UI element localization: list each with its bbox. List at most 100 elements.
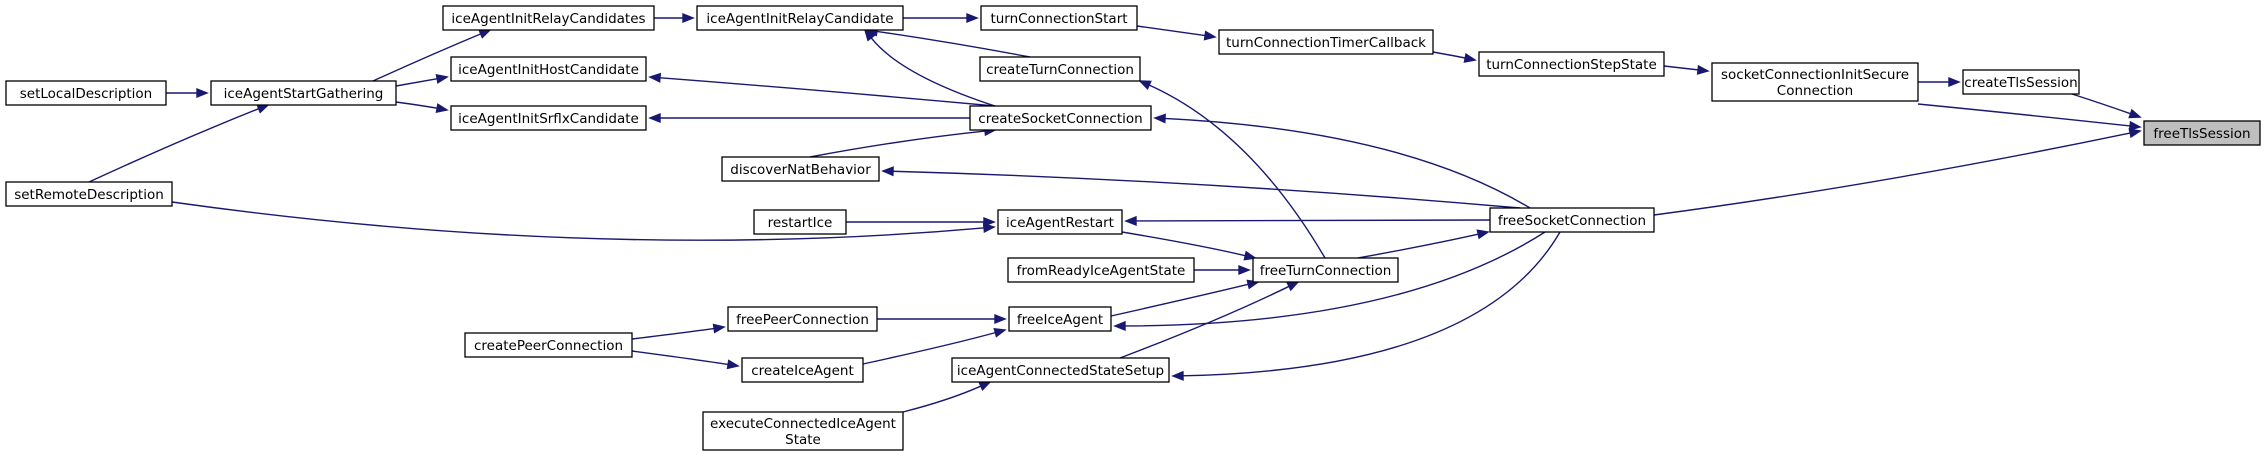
node-createTlsSession[interactable]: createTlsSession (1962, 69, 2080, 95)
edge-createSocketConnection-to-iceAgentInitSrflxCandidate (648, 112, 995, 124)
node-createIceAgent[interactable]: createIceAgent (741, 357, 864, 383)
edge-createSocketConnection-to-discoverNatBehavior (809, 126, 997, 158)
node-iceAgentInitRelayCandidates[interactable]: iceAgentInitRelayCandidates (442, 5, 655, 31)
node-label: freeSocketConnection (1498, 213, 1646, 229)
edge-iceAgentRestart-to-setRemoteDescription (171, 201, 996, 241)
edge-arrowhead (978, 381, 992, 391)
edge-freeSocketConnection-to-discoverNatBehavior (881, 166, 1521, 209)
edge-freeSocketConnection-to-freeTurnConnection (1357, 229, 1490, 259)
node-createPeerConnection[interactable]: createPeerConnection (464, 332, 633, 358)
node-box (951, 357, 1170, 383)
node-label: turnConnectionStart (990, 11, 1127, 27)
edge-line (1653, 132, 2132, 216)
edge-arrowhead (682, 12, 695, 24)
edge-socketConnectionInitSecureConnection-to-freeTlsSession (1917, 103, 2142, 131)
edge-arrowhead (1171, 370, 1184, 381)
node-iceAgentInitHostCandidate[interactable]: iceAgentInitHostCandidate (450, 56, 647, 82)
node-freePeerConnection[interactable]: freePeerConnection (727, 306, 878, 332)
node-label: iceAgentRestart (1006, 215, 1114, 231)
node-iceAgentRestart[interactable]: iceAgentRestart (997, 209, 1123, 235)
node-turnConnectionTimerCallback[interactable]: turnConnectionTimerCallback (1218, 29, 1434, 55)
edge-line (631, 327, 716, 340)
node-box (1008, 306, 1112, 332)
node-createSocketConnection[interactable]: createSocketConnection (969, 105, 1152, 131)
node-label: turnConnectionTimerCallback (1226, 35, 1426, 51)
edge-freeSocketConnection-to-createSocketConnection (1153, 113, 1531, 209)
node-iceAgentInitSrflxCandidate[interactable]: iceAgentInitSrflxCandidate (450, 105, 647, 131)
edge-line (395, 101, 439, 110)
edge-arrowhead (1153, 113, 1166, 124)
node-freeIceAgent[interactable]: freeIceAgent (1008, 306, 1112, 332)
node-turnConnectionStart[interactable]: turnConnectionStart (980, 5, 1138, 31)
node-label: iceAgentInitRelayCandidate (706, 11, 893, 27)
edge-line (658, 76, 996, 107)
node-box (1478, 51, 1665, 77)
edge-arrowhead (1138, 80, 1152, 90)
node-setLocalDescription[interactable]: setLocalDescription (5, 80, 167, 106)
node-box (1962, 69, 2080, 95)
node-freeTurnConnection[interactable]: freeTurnConnection (1252, 257, 1399, 283)
edge-line (809, 130, 987, 158)
edge-socketConnectionInitSecureConnection-to-createTlsSession (1918, 76, 1961, 88)
edge-turnConnectionStart-to-turnConnectionTimerCallback (1136, 25, 1217, 41)
node-box (696, 5, 904, 31)
node-label: iceAgentInitSrflxCandidate (458, 111, 639, 127)
edge-arrowhead (648, 112, 661, 124)
edge-arrowhead (1124, 215, 1137, 226)
edge-createSocketConnection-to-iceAgentInitRelayCandidate (863, 28, 996, 107)
edge-arrowhead (1948, 76, 1961, 88)
node-createTurnConnection[interactable]: createTurnConnection (979, 56, 1141, 82)
node-fromReadyIceAgentState[interactable]: fromReadyIceAgentState (1007, 257, 1195, 283)
node-box (450, 56, 647, 82)
node-freeSocketConnection[interactable]: freeSocketConnection (1489, 207, 1655, 233)
edge-arrowhead (966, 12, 979, 24)
node-setRemoteDescription[interactable]: setRemoteDescription (5, 181, 173, 207)
node-iceAgentConnectedStateSetup[interactable]: iceAgentConnectedStateSetup (951, 357, 1170, 383)
edge-iceAgentInitRelayCandidates-to-iceAgentInitRelayCandidate (654, 12, 695, 24)
node-box (450, 105, 647, 131)
edge-line (372, 32, 482, 82)
edge-freeSocketConnection-to-freeIceAgent (1113, 231, 1546, 331)
edge-setLocalDescription-to-iceAgentStartGathering (166, 87, 209, 99)
node-box (1007, 257, 1195, 283)
edge-arrowhead (1463, 52, 1477, 63)
edge-arrowhead (1203, 30, 1217, 41)
node-box (997, 209, 1123, 235)
edge-line (2071, 93, 2132, 115)
edge-line (902, 385, 983, 413)
node-iceAgentInitRelayCandidate[interactable]: iceAgentInitRelayCandidate (696, 5, 904, 31)
node-discoverNatBehavior[interactable]: discoverNatBehavior (721, 156, 880, 182)
node-label: createTlsSession (1964, 75, 2077, 91)
edge-line (1121, 231, 1247, 257)
edge-arrowhead (863, 28, 876, 42)
edge-line (88, 107, 260, 183)
edge-freePeerConnection-to-createPeerConnection (631, 323, 726, 340)
node-turnConnectionStepState[interactable]: turnConnectionStepState (1478, 51, 1665, 77)
node-box (1252, 257, 1399, 283)
node-box (5, 80, 167, 106)
edge-line (1181, 231, 1561, 377)
edge-arrowhead (712, 323, 726, 334)
node-label: iceAgentInitRelayCandidates (451, 11, 645, 27)
node-label: createTurnConnection (986, 62, 1134, 78)
node-label: freePeerConnection (736, 312, 869, 328)
edge-line (1663, 65, 1700, 71)
edge-line (1432, 51, 1467, 59)
node-box (753, 209, 847, 235)
edge-iceAgentConnectedStateSetup-to-executeConnectedIceAgentState (902, 381, 992, 413)
edge-line (1134, 219, 1491, 222)
edge-line (171, 201, 986, 241)
edge-arrowhead (1476, 229, 1490, 240)
node-label: Connection (1777, 83, 1853, 99)
node-iceAgentStartGathering[interactable]: iceAgentStartGathering (210, 80, 397, 106)
node-label: socketConnectionInitSecure (1721, 67, 1909, 83)
edge-arrowhead (648, 72, 662, 83)
node-label: fromReadyIceAgentState (1017, 263, 1186, 279)
node-label: discoverNatBehavior (730, 162, 871, 178)
node-restartIce[interactable]: restartIce (753, 209, 847, 235)
edge-line (891, 170, 1521, 209)
node-freeTlsSession[interactable]: freeTlsSession (2143, 120, 2261, 146)
edge-freeIceAgent-to-createIceAgent (862, 327, 1007, 365)
